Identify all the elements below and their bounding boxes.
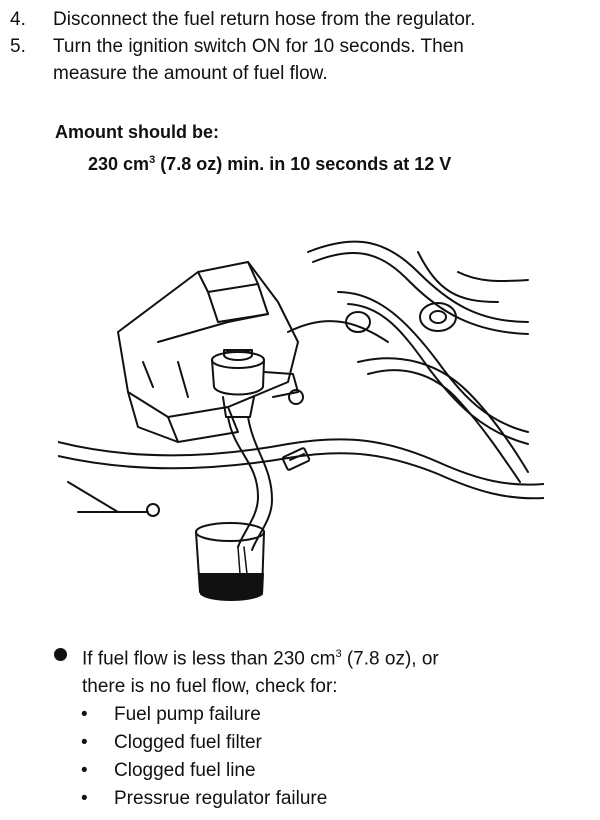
bullet-icon: • (81, 788, 88, 810)
bullet-dot-icon (54, 648, 67, 661)
list-item: • Clogged fuel filter (81, 729, 584, 757)
bullet-icon: • (81, 760, 88, 782)
bullet-icon: • (81, 732, 88, 754)
measuring-container (195, 522, 265, 601)
list-item-text: Clogged fuel filter (114, 732, 262, 754)
step-number: 5. (10, 36, 26, 57)
spec-value-main: 230 cm (88, 154, 150, 174)
fuel-flow-spec: Amount should be: 230 cm3 (7.8 oz) min. … (55, 118, 451, 178)
step-text-line: Turn the ignition switch ON for 10 secon… (53, 36, 464, 57)
hoses-and-lines (58, 240, 544, 517)
list-item-text: Pressrue regulator failure (114, 788, 328, 810)
note-intro: If fuel flow is less than 230 cm3 (7.8 o… (54, 640, 584, 701)
bullet-icon: • (81, 704, 88, 726)
hose-clamp (281, 447, 311, 471)
note-line: If fuel flow is less than 230 cm3 (7.8 o… (82, 640, 584, 673)
note-text: If fuel flow is less than 230 cm3 (7.8 o… (82, 640, 584, 701)
fuel-return-hose (227, 416, 273, 551)
pressure-regulator (211, 349, 304, 418)
step-5: 5. Turn the ignition switch ON for 10 se… (10, 33, 590, 87)
intake-manifold (117, 261, 299, 443)
spec-value: 230 cm3 (7.8 oz) min. in 10 seconds at 1… (55, 146, 451, 178)
list-item-text: Clogged fuel line (114, 760, 256, 782)
list-item: • Clogged fuel line (81, 757, 584, 785)
procedure-steps: 4. Disconnect the fuel return hose from … (10, 6, 590, 87)
list-item: • Fuel pump failure (81, 701, 584, 729)
note-line-rest: (7.8 oz), or (341, 648, 439, 670)
step-4: 4. Disconnect the fuel return hose from … (10, 6, 590, 33)
list-item: • Pressrue regulator failure (81, 785, 584, 813)
step-number: 4. (10, 9, 26, 30)
note-line-main: If fuel flow is less than 230 cm (82, 648, 336, 670)
note-line-exponent: 3 (335, 648, 342, 660)
spec-value-exponent: 3 (149, 154, 156, 166)
engine-fuel-flow-test-illustration (58, 212, 544, 602)
spec-label: Amount should be: (55, 122, 219, 142)
troubleshooting-note: If fuel flow is less than 230 cm3 (7.8 o… (54, 640, 584, 813)
check-list: •Fuel pump failure •Clogged fuel filter … (54, 701, 584, 813)
step-text: Disconnect the fuel return hose from the… (53, 9, 476, 30)
list-item-text: Fuel pump failure (114, 704, 261, 726)
step-text-line: measure the amount of fuel flow. (53, 63, 328, 84)
step-text: Turn the ignition switch ON for 10 secon… (53, 33, 590, 87)
spec-value-rest: (7.8 oz) min. in 10 seconds at 12 V (155, 154, 452, 174)
note-line: there is no fuel flow, check for: (82, 676, 338, 698)
